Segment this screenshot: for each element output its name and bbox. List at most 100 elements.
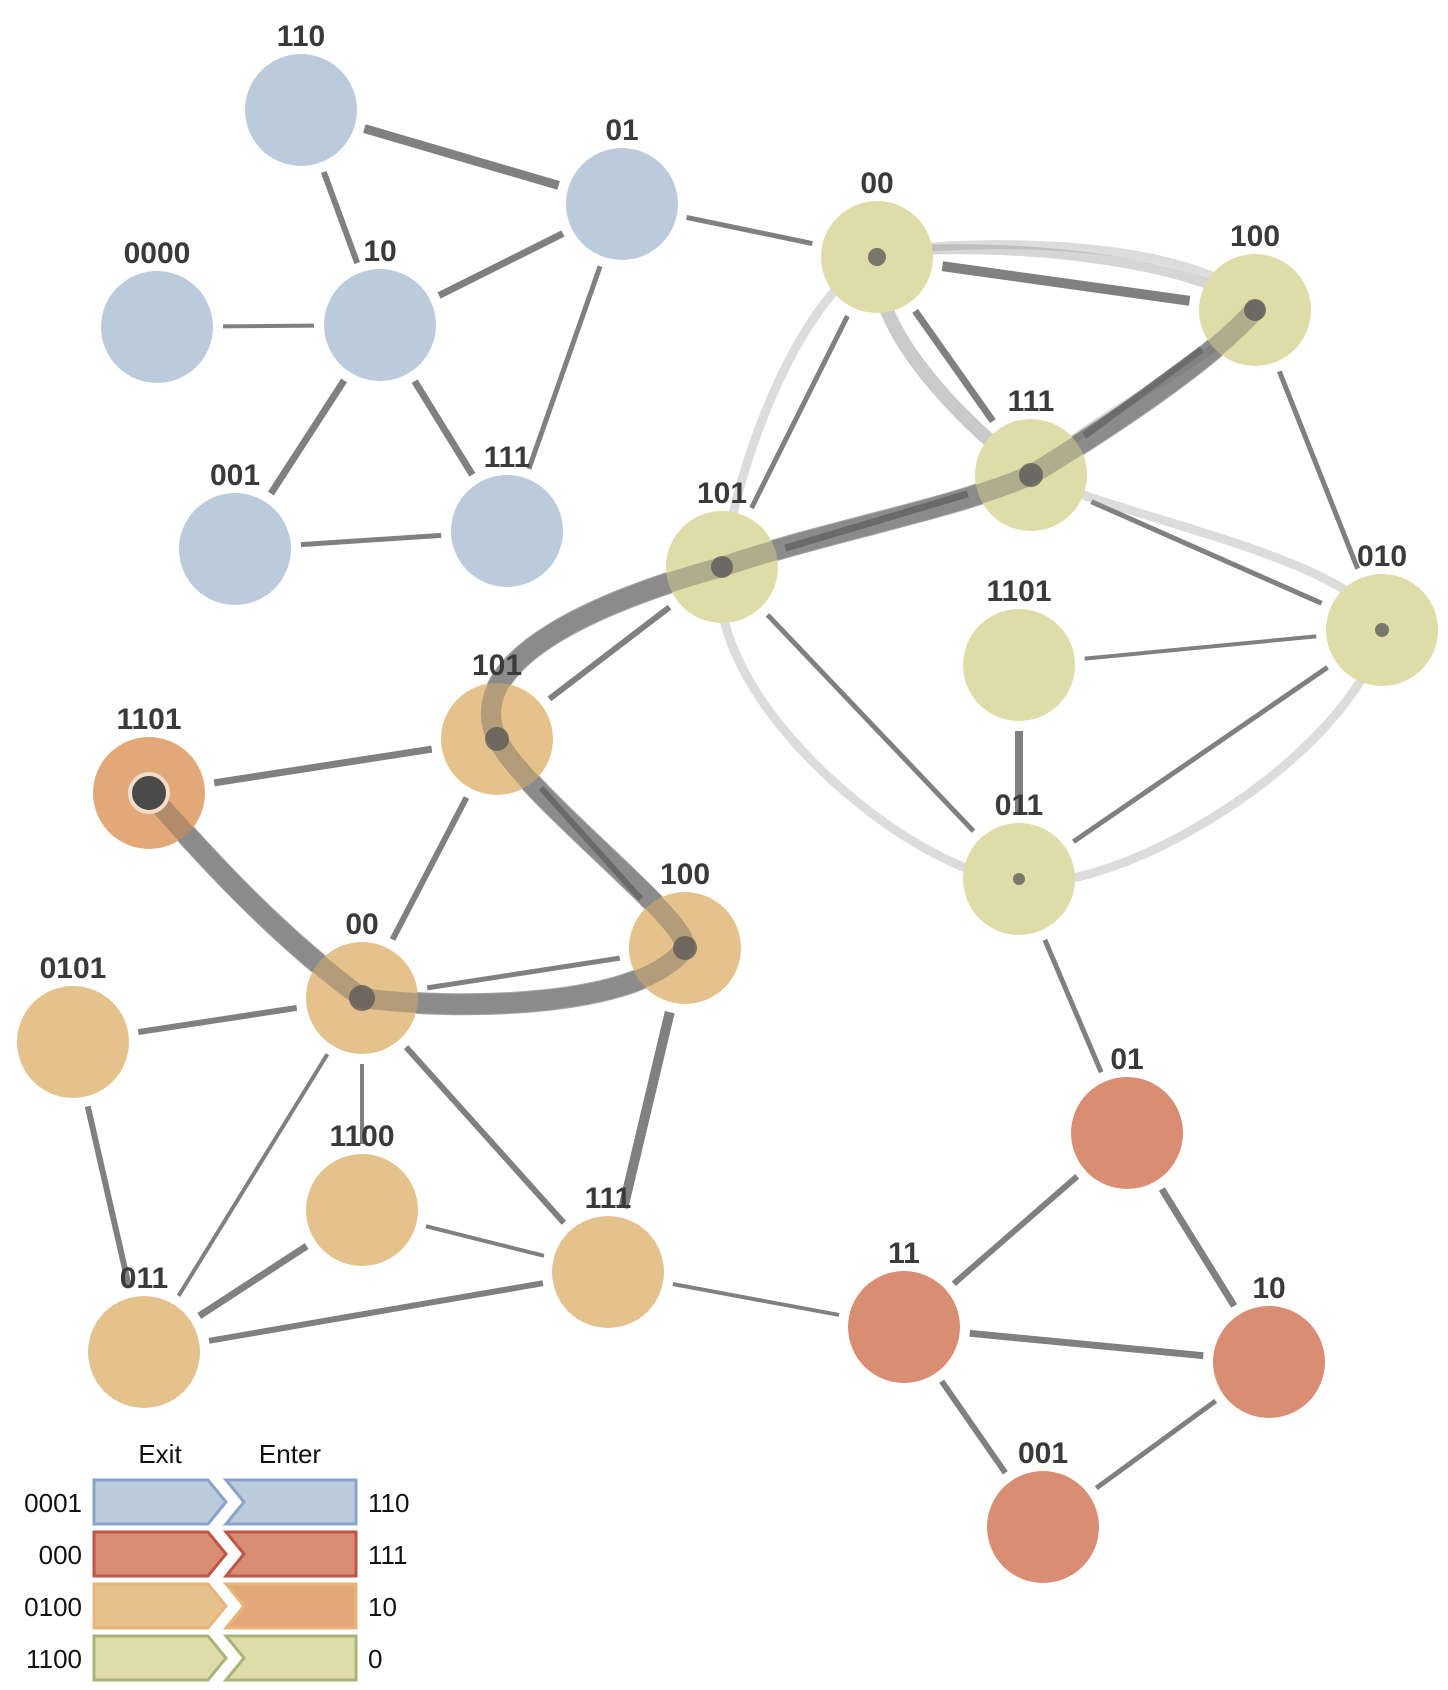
edge-o1100-o111 [425, 1224, 545, 1258]
node-blue-111[interactable] [451, 475, 563, 587]
node-label: 01 [605, 114, 638, 147]
node-label: 101 [472, 649, 522, 682]
node-label: 0000 [124, 237, 191, 270]
node-label: 1100 [329, 1120, 394, 1153]
node-label: 110 [277, 20, 325, 53]
node-label: 011 [120, 1262, 168, 1295]
edge-b01-y00 [686, 214, 813, 247]
node-label: 0101 [40, 952, 107, 985]
node-orange-011[interactable] [88, 1296, 200, 1408]
legend-enter-swatch [222, 1582, 358, 1630]
node-red-11[interactable] [848, 1271, 960, 1383]
legend-enter-label: 10 [368, 1592, 397, 1622]
node-label: 01 [1110, 1043, 1143, 1076]
edge-b110-b01 [363, 124, 560, 190]
edge-o100-o111 [618, 1011, 675, 1209]
node-label: 100 [660, 858, 710, 891]
node-label: 00 [860, 167, 893, 200]
legend-exit-label: 000 [39, 1540, 82, 1570]
node-label: 101 [697, 477, 747, 510]
node-label: 10 [363, 235, 396, 268]
edge-o00-o100 [426, 955, 621, 991]
walk-waypoint-o100 [673, 936, 697, 960]
edges-layer [84, 124, 1360, 1491]
node-blue-0000[interactable] [101, 271, 213, 383]
node-red-001[interactable] [987, 1471, 1099, 1583]
edge-o111-r11 [672, 1282, 840, 1317]
walk-waypoint-o00 [349, 985, 375, 1011]
edge-b01-b10 [437, 230, 565, 299]
edge-r11-r10 [969, 1329, 1204, 1360]
node-label: 1101 [986, 575, 1051, 608]
node-label: 001 [1018, 1437, 1068, 1470]
legend-row: 1100 0 [26, 1634, 382, 1682]
node-blue-01[interactable] [566, 148, 678, 260]
walk-waypoint-y101 [711, 556, 733, 578]
edge-y101-y011 [765, 613, 976, 833]
node-label: 10 [1252, 1272, 1285, 1305]
legend-exit-header: Exit [138, 1439, 182, 1469]
edge-o00-o011 [176, 1053, 330, 1297]
edge-y00-y100 [941, 261, 1191, 306]
edge-y00-y101 [749, 314, 850, 510]
legend-exit-label: 1100 [26, 1644, 82, 1674]
edge-r11-r001 [939, 1379, 1008, 1475]
edge-y011-y010 [1072, 665, 1329, 844]
node-label: 00 [345, 908, 378, 941]
node-label: 111 [585, 1182, 632, 1215]
edge-b001-b111 [300, 532, 442, 548]
node-red-10[interactable] [1213, 1306, 1325, 1418]
edge-y00-y111 [912, 308, 996, 424]
node-blue-001[interactable] [179, 493, 291, 605]
walk-waypoint-y111 [1019, 463, 1043, 487]
node-label: 111 [484, 441, 531, 474]
walk-waypoint-y011 [1013, 873, 1025, 885]
legend-enter-header: Enter [259, 1439, 321, 1469]
edge-y100-y010 [1277, 370, 1360, 570]
edge-o0101-o011 [84, 1105, 133, 1289]
edge-b0000-b10 [222, 323, 315, 329]
walk-start-marker [128, 772, 170, 814]
edge-b01-b111 [526, 265, 603, 470]
node-label: 100 [1230, 220, 1280, 253]
node-blue-110[interactable] [245, 54, 357, 166]
edge-r10-r001 [1094, 1398, 1218, 1491]
node-label: 011 [995, 789, 1043, 822]
edge-o00-o111 [403, 1045, 567, 1225]
node-orange-0101[interactable] [17, 986, 129, 1098]
walk-waypoint-o101 [485, 727, 509, 751]
edge-y101-o101 [547, 604, 672, 702]
edge-r01-r11 [951, 1174, 1080, 1286]
edge-o011-o111 [208, 1280, 544, 1344]
legend-enter-label: 110 [368, 1488, 409, 1518]
node-orange-1100[interactable] [306, 1154, 418, 1266]
legend-row: 0100 10 [24, 1582, 397, 1630]
edge-b110-b10 [320, 170, 361, 265]
legend-enter-swatch [222, 1478, 358, 1526]
edge-o1100-o011 [197, 1243, 309, 1319]
node-label: 010 [1357, 540, 1407, 573]
nodes-layer [17, 54, 1438, 1583]
legend-exit-label: 0100 [24, 1592, 82, 1622]
node-label: 111 [1008, 385, 1055, 418]
walk-overlay-layer [128, 248, 1389, 1015]
legend-enter-label: 111 [368, 1540, 408, 1570]
node-orange-111[interactable] [552, 1216, 664, 1328]
node-red-01[interactable] [1071, 1077, 1183, 1189]
edge-y011-r01 [1042, 938, 1104, 1074]
edge-o00-o0101 [137, 1004, 298, 1036]
edge-y1101-y010 [1084, 634, 1317, 661]
node-blue-10[interactable] [324, 269, 436, 381]
legend-row: 000 111 [39, 1530, 408, 1578]
node-yellow-1101[interactable] [963, 609, 1075, 721]
legend-enter-swatch [222, 1530, 358, 1578]
edge-r01-r10 [1158, 1187, 1238, 1308]
walk-waypoint-y010 [1375, 623, 1389, 637]
legend-exit-swatch [92, 1582, 228, 1630]
walk-waypoint-y00 [868, 248, 886, 266]
legend-enter-label: 0 [368, 1644, 382, 1674]
